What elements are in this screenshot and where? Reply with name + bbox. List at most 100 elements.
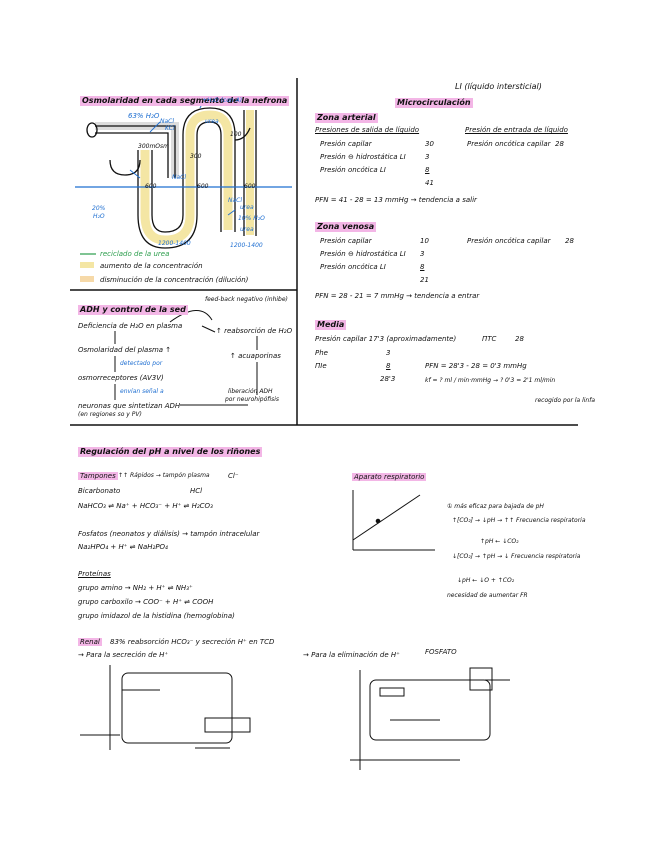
- media-pc: Presión capilar 17'3 (aproximadamente): [315, 335, 457, 343]
- ph-title: Regulación del pH a nivel de los riñones: [78, 447, 263, 457]
- resp-note-2: ↑pH ← ↓CO₂: [480, 538, 519, 545]
- nephron-h2o-20: 20%: [92, 205, 106, 212]
- nephron-title: Osmolaridad en cada segmento de la nefro…: [80, 96, 290, 106]
- venosa-entry: Presión oncótica capilar: [467, 237, 551, 245]
- venosa-entry-value: 28: [565, 237, 574, 245]
- protein-line-2: grupo imidazol de la histidina (hemoglob…: [78, 612, 235, 620]
- nephron-urea-low2: urea: [240, 226, 254, 233]
- renal-text: 83% reabsorción HCO₃⁻ y secreción H⁺ en …: [110, 638, 275, 646]
- elimination-label: → Para la eliminación de H⁺: [303, 651, 400, 659]
- venosa-row-2-value: 8: [420, 263, 425, 271]
- arterial-row-1-label: Presión ⊖ hidrostática LI: [320, 153, 406, 161]
- nephron-300: 300mOsm: [138, 143, 169, 150]
- resp-note-0: ① más eficaz para bajada de pH: [447, 503, 544, 510]
- arterial-col2: Presión de entrada de líquido: [465, 126, 568, 134]
- arterial-col1: Presiones de salida de líquido: [315, 126, 420, 134]
- ph-graph: [352, 490, 435, 551]
- nephron-h2o-63: 63% H₂O: [128, 112, 160, 120]
- nephron-300b: 300: [190, 153, 202, 160]
- arterial-pfn: PFN = 41 - 28 = 13 mmHg → tendencia a sa…: [315, 196, 477, 204]
- arterial-row-0-label: Presión capilar: [320, 140, 372, 148]
- adh-feedback: feed-back negativo (inhibe): [205, 296, 288, 303]
- adh-title: ADH y control de la sed: [78, 305, 188, 315]
- nephron-urea-top: urea: [205, 118, 219, 125]
- arterial-sum: 41: [425, 179, 434, 187]
- venosa-row-1-label: Presión ⊖ hidrostática LI: [320, 250, 406, 258]
- venosa-row-0-value: 10: [420, 237, 429, 245]
- nephron-1200: 1200-1400: [158, 240, 191, 247]
- venosa-row-0-label: Presión capilar: [320, 237, 372, 245]
- media-phe-value: 3: [386, 349, 391, 357]
- nephron-600a: 600: [145, 183, 157, 190]
- li-note: LI (líquido intersticial): [455, 82, 542, 91]
- media-pie: ΠIe: [315, 362, 327, 370]
- micro-title: Microcirculación: [395, 98, 473, 108]
- protein-line-0: grupo amino → NH₂ + H⁺ ⇌ NH₃⁺: [78, 584, 193, 592]
- resp-note-3: ↓[CO₂] → ↑pH → ↓ Frecuencia respiratoria: [452, 553, 581, 560]
- resp-note-5: necesidad de aumentar FR: [447, 592, 528, 599]
- media-phe: Phe: [315, 349, 328, 357]
- nephron-h2o-low: 10% H₂O: [238, 215, 265, 222]
- adh-line-3: osmorreceptores (AV3V): [78, 374, 164, 382]
- arterial-entry: Presión oncótica capilar: [467, 140, 551, 148]
- media-kf: kf = ? ml / min·mmHg → ? 0'3 = 2'1 ml/mi…: [425, 377, 556, 384]
- nephron-h2o-cona: +H₂O (con A): [202, 97, 243, 104]
- buffers-title: Tampones: [78, 472, 118, 480]
- nephron-nacl-top: NaCl: [160, 118, 175, 125]
- arterial-row-2-value: 8: [425, 166, 430, 174]
- arterial-row-2-label: Presión oncótica LI: [320, 166, 386, 174]
- venosa-pfn: PFN = 28 - 21 = 7 mmHg → tendencia a ent…: [315, 292, 480, 300]
- media-heading: Media: [315, 320, 347, 330]
- adh-line-9: liberación ADH: [228, 388, 273, 395]
- fosfato-label: FOSFATO: [425, 648, 457, 656]
- adh-line-4: envían señal a: [120, 388, 164, 395]
- media-sum: 28'3: [380, 375, 396, 383]
- adh-line-2: detectado por: [120, 360, 163, 367]
- legend-decrease: disminución de la concentración (dilució…: [100, 276, 249, 284]
- nephron-nacl-low: NaCl: [228, 197, 243, 204]
- renal-cells: [80, 665, 510, 770]
- adh-line-5: neuronas que sintetizan ADH: [78, 402, 181, 410]
- venosa-row-1-value: 3: [420, 250, 425, 258]
- adh-line-7: ↑ reabsorción de H₂O: [216, 327, 293, 335]
- arterial-row-1-value: 3: [425, 153, 430, 161]
- resp-note-4: ↓pH ← ↓O + ↑CO₂: [457, 577, 515, 584]
- nephron-nacl-mid: NaCl: [172, 174, 187, 181]
- adh-line-6: (en regiones so y PV): [78, 411, 142, 418]
- protein-line-1: grupo carboxilo → COO⁻ + H⁺ ⇌ COOH: [78, 598, 214, 606]
- nephron-1200b: 1200-1400: [230, 242, 263, 249]
- secretion-label: → Para la secreción de H⁺: [78, 651, 169, 659]
- legend-increase: aumento de la concentración: [100, 262, 203, 270]
- adh-line-1: Osmolaridad del plasma ↑: [78, 346, 172, 354]
- renal-title: Renal: [78, 638, 102, 646]
- resp-title: Aparato respiratorio: [352, 473, 427, 481]
- bicarb-label: Bicarbonato: [78, 487, 121, 495]
- eq-fosfatos: Na₂HPO₄ + H⁺ ⇌ NaH₂PO₄: [78, 543, 168, 551]
- eq-bicarb: NaHCO₃ ⇌ Na⁺ + HCO₃⁻ + H⁺ ⇌ H₂CO₃: [78, 502, 213, 510]
- media-pie-value: 8: [386, 362, 391, 370]
- media-note: recogido por la linfa: [535, 397, 596, 404]
- adh-line-0: Deficiencia de H₂O en plasma: [78, 322, 183, 330]
- venosa-heading: Zona venosa: [315, 222, 377, 232]
- arterial-heading: Zona arterial: [315, 113, 378, 123]
- venosa-sum: 21: [420, 276, 429, 284]
- hcl-label: HCl: [190, 487, 203, 495]
- buffers-note: ↑↑ Rápidos → tampón plasma: [118, 472, 210, 479]
- nephron-h2o-20b: H₂O: [93, 213, 105, 220]
- nephron-100: 100: [230, 131, 242, 138]
- nephron-600c: 600: [244, 183, 256, 190]
- nephron-diagram: [86, 107, 257, 249]
- media-ptc: ΠTC: [482, 335, 497, 343]
- resp-note-1: ↑[CO₂] → ↓pH → ↑↑ Frecuencia respiratori…: [452, 517, 586, 524]
- media-pfn: PFN = 28'3 - 28 = 0'3 mmHg: [425, 362, 527, 370]
- media-ptc-value: 28: [515, 335, 524, 343]
- proteins-title: Proteínas: [78, 570, 111, 578]
- adh-line-10: por neurohipófisis: [225, 396, 280, 403]
- arterial-row-0-value: 30: [425, 140, 434, 148]
- nephron-urea-low: urea: [240, 204, 254, 211]
- venosa-row-2-label: Presión oncótica LI: [320, 263, 386, 271]
- fosfatos-line: Fosfatos (neonatos y diálisis) → tampón …: [78, 530, 260, 538]
- adh-line-8: ↑ acuaporinas: [230, 352, 281, 360]
